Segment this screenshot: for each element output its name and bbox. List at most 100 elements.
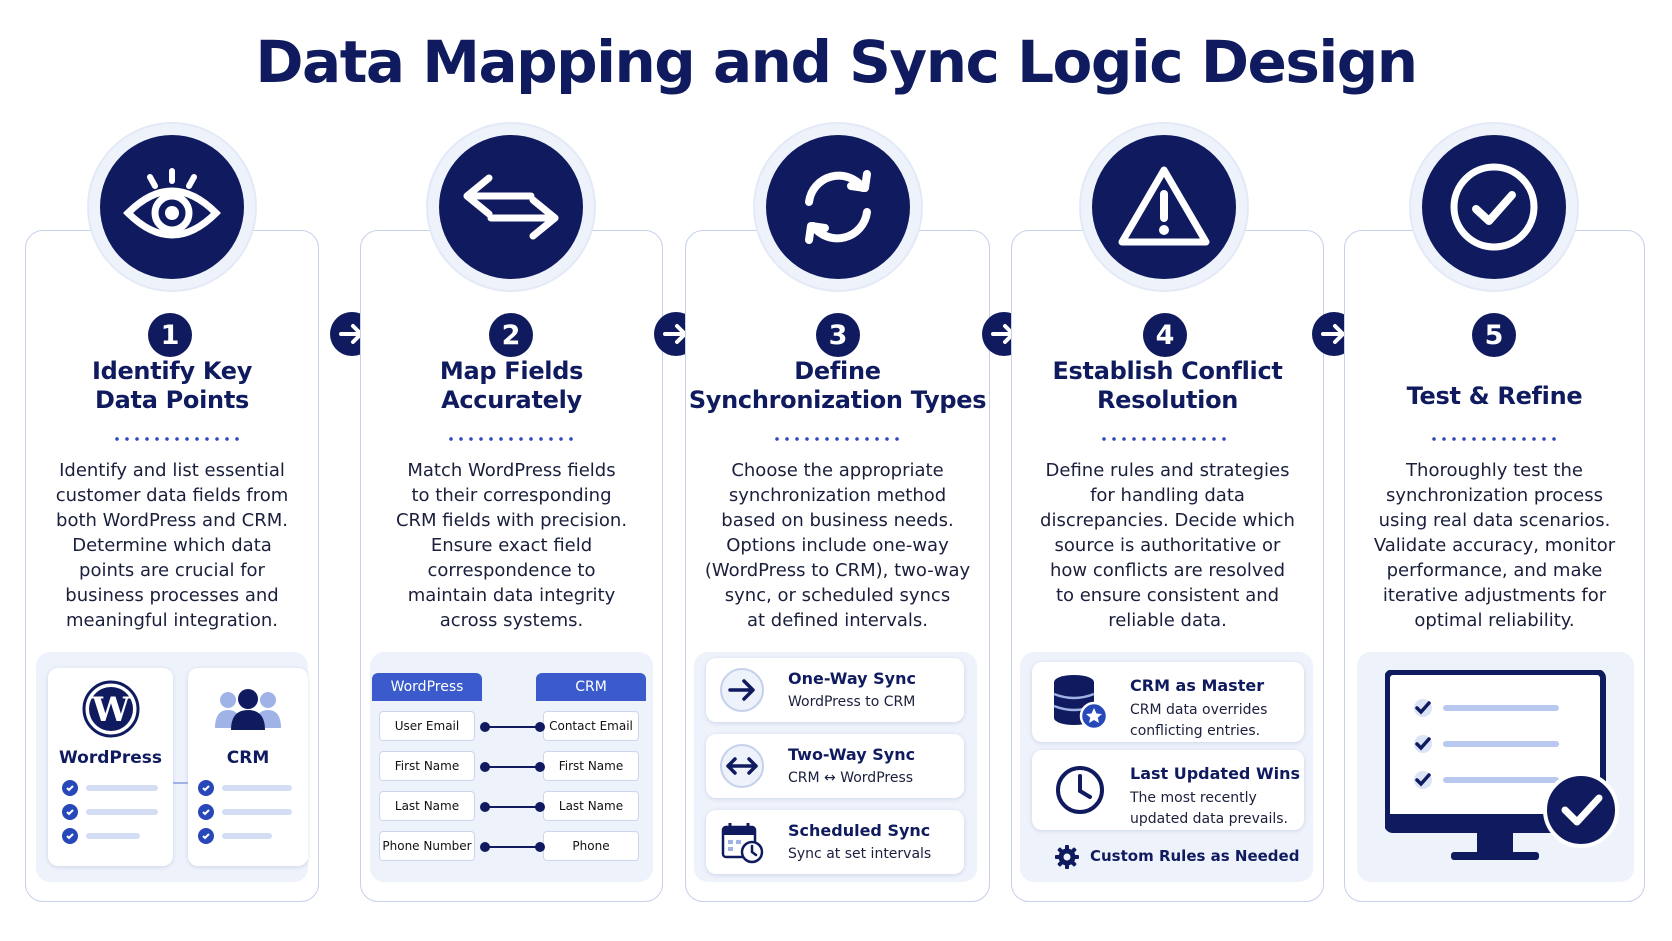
desc-line: sync, or scheduled syncs <box>724 585 951 606</box>
page-title: Data Mapping and Sync Logic Design <box>255 28 1418 96</box>
crm-column-header: CRM <box>536 673 646 701</box>
database-star-icon <box>1053 675 1109 731</box>
connector-line <box>173 782 188 784</box>
desc-line: correspondence to <box>427 560 596 581</box>
rule-subtitle-line: CRM data overrides <box>1130 702 1268 718</box>
placeholder-bar <box>86 833 140 839</box>
desc-line: customer data fields from <box>55 485 289 506</box>
step-4-heading-line-2: Resolution <box>1096 386 1239 414</box>
desc-line: Determine which data <box>72 535 272 556</box>
eye-icon <box>123 168 221 239</box>
desc-line: Choose the appropriate <box>731 460 944 481</box>
step-5-divider <box>1429 437 1559 441</box>
step-5-description: Thoroughly test the synchronization proc… <box>1344 458 1645 633</box>
wordpress-column-header: WordPress <box>372 673 482 701</box>
rule-title: CRM as Master <box>1130 676 1265 695</box>
warning-icon <box>1118 166 1210 246</box>
step-1-heading: Identify Key Data Points <box>25 357 319 415</box>
clock-icon <box>1056 766 1104 814</box>
step-2-number: 2 <box>489 313 533 357</box>
check-icon <box>62 804 78 820</box>
desc-line: how conflicts are resolved <box>1049 560 1286 581</box>
sync-option-one-way: One-Way Sync WordPress to CRM <box>706 658 964 722</box>
step-1-description: Identify and list essential customer dat… <box>25 458 319 633</box>
rule-subtitle-line: conflicting entries. <box>1130 723 1261 739</box>
monitor-checklist-icon <box>1385 670 1619 860</box>
step-4-number: 4 <box>1143 313 1187 357</box>
check-icon <box>198 828 214 844</box>
desc-line: (WordPress to CRM), two-way <box>704 560 971 581</box>
placeholder-bar <box>86 785 158 791</box>
crm-field: Contact Email <box>543 711 639 741</box>
step-2-icon-halo <box>428 124 594 290</box>
field-mapping-link <box>482 766 540 768</box>
wordpress-field: Phone Number <box>379 831 475 861</box>
link-dot <box>535 762 545 772</box>
step-1-divider <box>112 437 242 441</box>
desc-line: synchronization method <box>728 485 947 506</box>
wordpress-field: Last Name <box>379 791 475 821</box>
desc-line: for handling data <box>1090 485 1245 506</box>
step-4-icon-halo <box>1081 124 1247 290</box>
rule-crm-as-master: CRM as Master CRM data overrides conflic… <box>1032 662 1304 742</box>
users-group-icon <box>215 689 281 730</box>
step-5-panel <box>1357 652 1634 882</box>
two-way-arrow-icon <box>720 744 764 788</box>
wordpress-card: W WordPress <box>48 668 173 866</box>
crm-field: Last Name <box>543 791 639 821</box>
desc-line: using real data scenarios. <box>1378 510 1611 531</box>
desc-line: Thoroughly test the <box>1406 460 1583 481</box>
rule-subtitle: The most recently updated data prevails. <box>1130 788 1300 830</box>
sync-option-subtitle: Sync at set intervals <box>788 846 932 862</box>
sync-icon <box>805 170 871 244</box>
wordpress-logo-icon: W <box>82 680 140 738</box>
step-3-heading-line-1: Define <box>794 357 881 385</box>
rule-title: Last Updated Wins <box>1130 764 1300 783</box>
desc-line: Identify and list essential <box>59 460 285 481</box>
desc-line: across systems. <box>439 610 584 631</box>
gear-icon <box>1055 845 1079 869</box>
desc-line: CRM fields with precision. <box>395 510 628 531</box>
crm-card: CRM <box>188 668 308 866</box>
step-4-heading: Establish Conflict Resolution <box>1011 357 1324 415</box>
arrow-right-icon <box>720 668 764 712</box>
step-3-description: Choose the appropriate synchronization m… <box>685 458 990 633</box>
placeholder-bar <box>86 809 158 815</box>
step-4-divider <box>1099 437 1229 441</box>
desc-line: optimal reliability. <box>1414 610 1575 631</box>
check-circle-icon <box>1450 163 1538 251</box>
step-2-heading: Map Fields Accurately <box>360 357 663 415</box>
step-4-heading-line-1: Establish Conflict <box>1052 357 1283 385</box>
check-icon <box>62 828 78 844</box>
step-3-heading-line-2: Synchronization Types <box>688 386 987 414</box>
desc-line: Match WordPress fields <box>407 460 616 481</box>
field-mapping-link <box>482 806 540 808</box>
rule-last-updated-wins: Last Updated Wins The most recently upda… <box>1032 750 1304 830</box>
sync-option-subtitle: CRM ↔ WordPress <box>788 770 914 786</box>
svg-text:W: W <box>91 690 131 730</box>
check-icon <box>198 780 214 796</box>
rule-subtitle-line: updated data prevails. <box>1130 811 1288 827</box>
step-1-heading-line-2: Data Points <box>95 386 249 414</box>
step-5-icon-halo <box>1411 124 1577 290</box>
placeholder-bar <box>222 833 272 839</box>
step-4-description: Define rules and strategies for handling… <box>1011 458 1324 633</box>
field-mapping-link <box>482 846 540 848</box>
sync-option-title: Two-Way Sync <box>788 745 916 764</box>
step-1-icon-halo <box>89 124 255 290</box>
link-dot <box>480 722 490 732</box>
placeholder-bar <box>222 785 292 791</box>
crm-field-column: CRM Contact Email First Name Last Name P… <box>536 673 646 863</box>
desc-line: source is authoritative or <box>1054 535 1281 556</box>
desc-line: Define rules and strategies <box>1045 460 1290 481</box>
crm-field: First Name <box>543 751 639 781</box>
desc-line: business processes and <box>65 585 279 606</box>
wordpress-field-column: WordPress User Email First Name Last Nam… <box>372 673 482 863</box>
sync-option-subtitle: WordPress to CRM <box>788 694 916 710</box>
calendar-clock-icon <box>721 823 764 864</box>
link-dot <box>480 802 490 812</box>
desc-line: synchronization process <box>1385 485 1604 506</box>
desc-line: discrepancies. Decide which <box>1040 510 1295 531</box>
step-5-heading-line-1: Test & Refine <box>1406 382 1583 410</box>
step-3-divider <box>772 437 902 441</box>
